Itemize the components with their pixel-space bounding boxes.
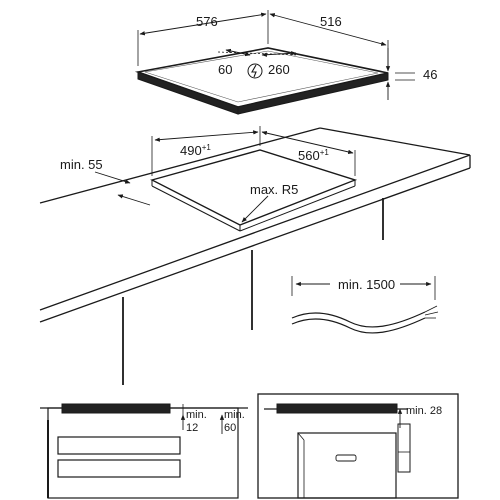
cutout-width-label: 490+1 (180, 143, 211, 158)
cutout-depth-label: 560+1 (298, 148, 329, 163)
section-right-min-gap: min. 28 (406, 405, 442, 417)
min-edge-label: min. 55 (60, 157, 103, 172)
hob-width-label: 576 (196, 14, 218, 29)
hob-drawing (134, 10, 415, 115)
cable-left-label: 60 (218, 62, 232, 77)
section-left-min-b: min. (224, 409, 245, 421)
cable-right-label: 260 (268, 62, 290, 77)
section-left-min-a: min. (186, 409, 207, 421)
worktop-drawing (39, 126, 471, 385)
section-left-drawing (40, 403, 248, 499)
cable-length-label: min. 1500 (338, 277, 395, 292)
section-left-min-b-val: 60 (224, 422, 236, 434)
cable-drawing (291, 276, 439, 334)
electric-connection-icon (247, 63, 263, 79)
corner-radius-label: max. R5 (250, 182, 298, 197)
section-right-drawing (257, 393, 459, 499)
section-left-min-a-val: 12 (186, 422, 198, 434)
hob-depth-label: 516 (320, 14, 342, 29)
hob-height-label: 46 (423, 67, 437, 82)
